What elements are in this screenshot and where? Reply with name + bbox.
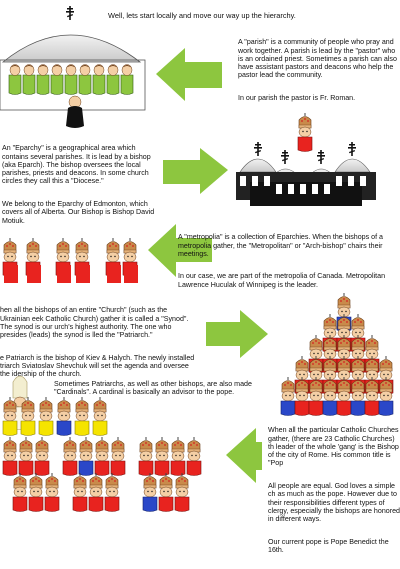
arrow-left-3 <box>226 428 262 483</box>
pope-description: When all the particular Catholic Churche… <box>268 418 400 569</box>
pope-paragraph-3: Our current pope is Pope Benedict the 16… <box>268 537 389 555</box>
hierarchy-illustration <box>0 6 400 516</box>
arrow-left-1 <box>156 48 222 101</box>
eparchy-description: An "Eparchy" is a geographical area whic… <box>2 136 160 239</box>
eparchy-paragraph-1: An "Eparchy" is a geographical area whic… <box>2 144 151 186</box>
arrow-right-2 <box>206 310 268 358</box>
synod-description: hen all the bishops of an entire "Church… <box>0 298 198 393</box>
intro-text: Well, lets start locally and move our wa… <box>108 11 296 20</box>
metropolia-illustration <box>3 238 138 283</box>
parish-paragraph-2: In our parish the pastor is Fr. Roman. <box>238 94 356 103</box>
cardinals-illustration <box>3 375 201 512</box>
metropolia-description: A "metropolia" is a collection of Eparch… <box>178 225 396 303</box>
metropolia-paragraph-1: A "metropolia" is a collection of Eparch… <box>178 233 383 258</box>
eparchy-paragraph-2: We belong to the Eparchy of Edmonton, wh… <box>2 200 155 225</box>
parish-church-illustration <box>0 6 146 128</box>
cardinals-description: Sometimes Patriarchs, as well as other b… <box>54 380 252 397</box>
pope-paragraph-1: When all the particular Catholic Churche… <box>268 426 399 468</box>
eparchy-illustration <box>236 113 376 206</box>
synod-pyramid-illustration <box>281 293 393 416</box>
parish-paragraph-1: A "parish" is a community of people who … <box>238 38 397 80</box>
parish-description: A "parish" is a community of people who … <box>238 30 400 117</box>
synod-paragraph-2: e Patriarch is the bishop of Kiev & Haly… <box>0 353 195 379</box>
metropolia-paragraph-2: In our case, we are part of the metropol… <box>178 272 386 289</box>
arrow-right-1 <box>163 148 228 194</box>
pope-paragraph-2: All people are equal. God loves a simple… <box>268 482 400 524</box>
arrow-left-2 <box>148 224 212 277</box>
synod-paragraph-1: hen all the bishops of an entire "Church… <box>0 306 189 340</box>
